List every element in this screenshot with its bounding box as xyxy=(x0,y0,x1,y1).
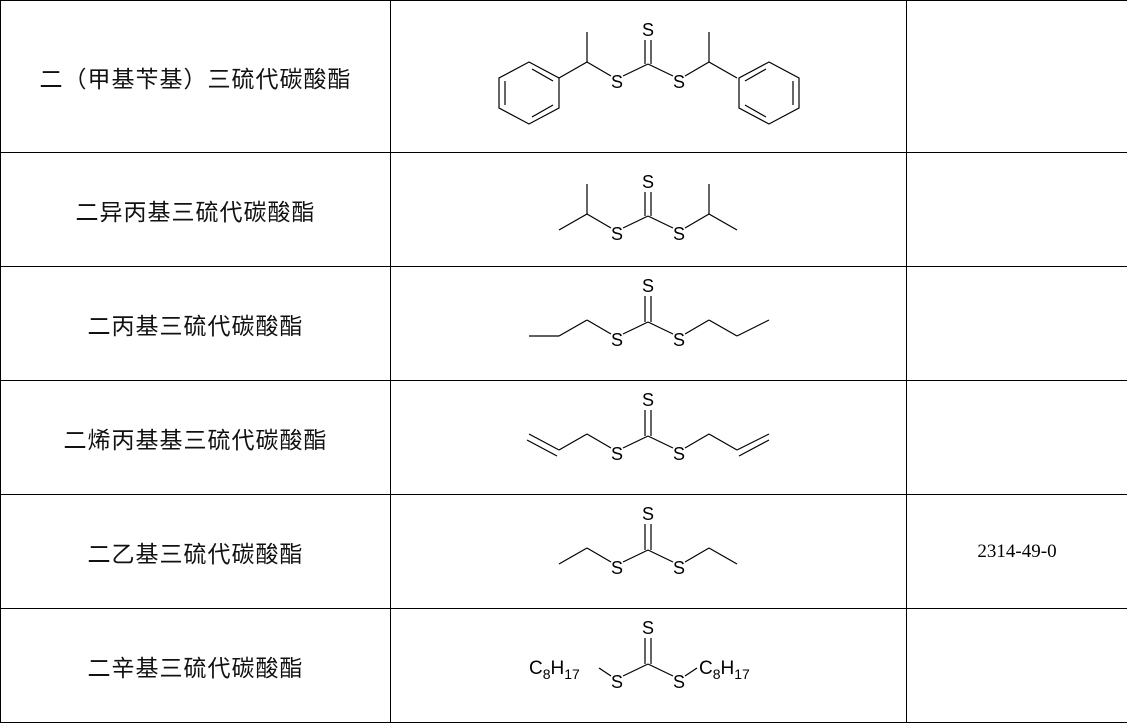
substituent-subscript: 8 xyxy=(543,666,551,682)
atom-label: S xyxy=(642,504,654,524)
substituent-subscript: 8 xyxy=(713,666,721,682)
table-row: 二丙基三硫代碳酸酯 S S S xyxy=(0,266,1127,381)
structure-diagram: S S S xyxy=(526,390,770,464)
structure-diagram: S S S C8H17 C8H17 xyxy=(529,618,750,692)
atom-label: S xyxy=(673,224,685,244)
atom-label: S xyxy=(642,172,654,192)
cas-number xyxy=(906,608,1127,723)
compound-name: 二异丙基三硫代碳酸酯 xyxy=(0,152,391,267)
compound-name: 二丙基三硫代碳酸酯 xyxy=(0,266,391,381)
cas-number: 2314-49-0 xyxy=(906,494,1127,609)
table-row: 二烯丙基基三硫代碳酸酯 S S S xyxy=(0,380,1127,495)
structure-cell: S S S xyxy=(390,266,907,381)
structure-cell: S S S xyxy=(390,152,907,267)
structure-cell: S S S xyxy=(390,380,907,495)
cas-number xyxy=(906,152,1127,267)
substituent-symbol: H xyxy=(551,658,565,679)
structure-diagram: S S S xyxy=(498,20,800,125)
cas-number xyxy=(906,0,1127,153)
atom-label: S xyxy=(642,618,654,638)
compound-name: 二辛基三硫代碳酸酯 xyxy=(0,608,391,723)
structure-cell: S S S xyxy=(390,494,907,609)
atom-label: S xyxy=(642,20,654,40)
table-row: 二辛基三硫代碳酸酯 S S S C8H17 C8H17 xyxy=(0,608,1127,723)
atom-label: S xyxy=(673,330,685,350)
atom-label: S xyxy=(611,444,623,464)
substituent-subscript: 17 xyxy=(734,666,750,682)
table-row: 二乙基三硫代碳酸酯 S S S 2314-49-0 xyxy=(0,494,1127,609)
structure-cell: S S S C8H17 C8H17 xyxy=(390,608,907,723)
substituent-subscript: 17 xyxy=(564,666,580,682)
atom-label: S xyxy=(611,330,623,350)
cas-number xyxy=(906,380,1127,495)
substituent-label: C8H17 xyxy=(699,658,750,682)
compound-name: 二烯丙基基三硫代碳酸酯 xyxy=(0,380,391,495)
substituent-symbol: C xyxy=(529,658,543,679)
atom-label: S xyxy=(673,672,685,692)
compound-name: 二乙基三硫代碳酸酯 xyxy=(0,494,391,609)
substituent-symbol: H xyxy=(721,658,735,679)
atom-label: S xyxy=(673,72,685,92)
atom-label: S xyxy=(611,224,623,244)
atom-label: S xyxy=(673,444,685,464)
atom-label: S xyxy=(642,390,654,410)
atom-label: S xyxy=(673,558,685,578)
substituent-symbol: C xyxy=(699,658,713,679)
table-row: 二（甲基苄基）三硫代碳酸酯 S S S xyxy=(0,0,1127,153)
table-row: 二异丙基三硫代碳酸酯 S S S xyxy=(0,152,1127,267)
substituent-label: C8H17 xyxy=(529,658,580,682)
cas-number xyxy=(906,266,1127,381)
structure-diagram: S S S xyxy=(558,172,738,244)
atom-label: S xyxy=(611,672,623,692)
structure-diagram: S S S xyxy=(558,504,738,578)
atom-label: S xyxy=(611,72,623,92)
atom-label: S xyxy=(642,276,654,296)
structure-diagram: S S S xyxy=(529,276,770,350)
structure-cell: S S S xyxy=(390,0,907,153)
atom-label: S xyxy=(611,558,623,578)
compound-name: 二（甲基苄基）三硫代碳酸酯 xyxy=(0,0,391,153)
